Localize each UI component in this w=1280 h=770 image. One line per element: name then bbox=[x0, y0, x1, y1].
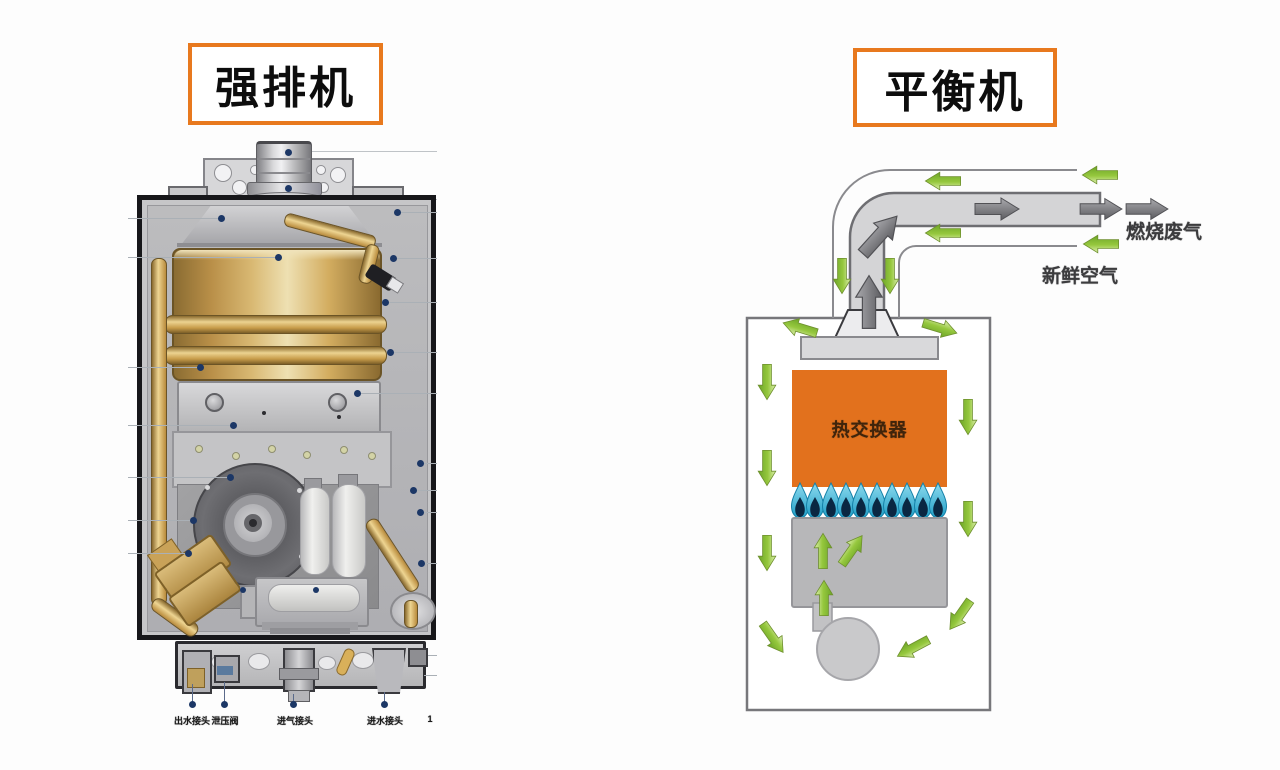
copper-pipe-horizontal bbox=[164, 346, 387, 365]
panel-screw bbox=[232, 452, 240, 460]
callout-dot bbox=[394, 209, 401, 216]
left-title-forced-exhaust: 强排机 bbox=[188, 43, 383, 125]
right-title-label: 平衡机 bbox=[884, 67, 1026, 117]
callout-line bbox=[128, 218, 221, 219]
left-title-label: 强排机 bbox=[215, 64, 356, 113]
callout-line bbox=[413, 490, 437, 491]
leader-line bbox=[384, 692, 385, 702]
leader-dot bbox=[221, 701, 228, 708]
rivet bbox=[337, 415, 341, 419]
callout-dot bbox=[190, 517, 197, 524]
leader-dot bbox=[290, 701, 297, 708]
relief-valve-mark bbox=[217, 666, 233, 675]
callout-line bbox=[128, 425, 233, 426]
panel-screw bbox=[268, 445, 276, 453]
callout-line bbox=[385, 302, 437, 303]
callout-dot bbox=[390, 255, 397, 262]
right-title-balanced-flue: 平衡机 bbox=[853, 48, 1057, 127]
flue-pipe-band bbox=[257, 172, 310, 174]
callout-dot bbox=[230, 422, 237, 429]
gas-valve-step bbox=[270, 628, 350, 634]
callout-line bbox=[428, 655, 437, 656]
rail-hole bbox=[352, 652, 374, 669]
callout-dot bbox=[185, 550, 192, 557]
marker-dot bbox=[285, 149, 292, 156]
rail-hole bbox=[318, 656, 336, 670]
side-fitting bbox=[408, 648, 428, 667]
leader-dot bbox=[381, 701, 388, 708]
fan-bolt bbox=[205, 485, 210, 490]
callout-line bbox=[357, 393, 437, 394]
callout-dot bbox=[418, 560, 425, 567]
rail-hole bbox=[248, 653, 270, 670]
exhaust-gas-label: 燃烧废气 bbox=[1126, 222, 1203, 243]
copper-stub bbox=[404, 600, 418, 628]
leader-line bbox=[293, 694, 294, 702]
panel-screw bbox=[340, 446, 348, 454]
chamber-screw bbox=[328, 393, 347, 412]
label-water-inlet: 进水接头 bbox=[366, 716, 403, 726]
callout-dot bbox=[197, 364, 204, 371]
solenoid-cylinder bbox=[300, 487, 330, 575]
gas-valve-step bbox=[262, 622, 358, 630]
label-gas-inlet: 进气接头 bbox=[276, 716, 313, 726]
heat-exchanger-label: 热交换器 bbox=[831, 419, 908, 440]
panel-screw bbox=[303, 451, 311, 459]
cropped-text-fragment: 1 bbox=[427, 714, 433, 724]
leader-line bbox=[224, 682, 225, 702]
callout-line bbox=[128, 367, 200, 368]
callout-line bbox=[421, 563, 437, 564]
callout-line bbox=[290, 151, 437, 152]
callout-dot bbox=[218, 215, 225, 222]
callout-dot bbox=[382, 299, 389, 306]
flue-pipe-band bbox=[257, 158, 310, 160]
callout-line bbox=[128, 553, 188, 554]
bracket-hole bbox=[232, 180, 247, 195]
callout-dot bbox=[227, 474, 234, 481]
hood-base bbox=[177, 243, 382, 247]
rivet bbox=[262, 411, 266, 415]
bracket-hole bbox=[214, 164, 232, 182]
callout-dot bbox=[410, 487, 417, 494]
label-water-outlet: 出水接头 bbox=[173, 716, 210, 726]
chamber-screw bbox=[205, 393, 224, 412]
callout-line bbox=[397, 212, 437, 213]
callout-line bbox=[424, 675, 437, 676]
callout-dot bbox=[417, 460, 424, 467]
callout-line bbox=[390, 352, 437, 353]
bracket-hole bbox=[316, 165, 326, 175]
callout-line bbox=[128, 520, 193, 521]
water-outlet-brass bbox=[187, 668, 205, 688]
panel-screw bbox=[195, 445, 203, 453]
copper-pipe-horizontal bbox=[164, 315, 387, 334]
fan-hub-ring bbox=[223, 493, 287, 557]
callout-line bbox=[420, 463, 437, 464]
callout-line bbox=[128, 477, 230, 478]
callout-line bbox=[128, 257, 278, 258]
gas-inlet-tip bbox=[288, 690, 310, 702]
label-relief-valve: 泄压阀 bbox=[211, 716, 239, 726]
callout-line bbox=[393, 258, 437, 259]
fan-bolt bbox=[297, 488, 302, 493]
marker-dot bbox=[240, 587, 246, 593]
marker-dot bbox=[313, 587, 319, 593]
callout-dot bbox=[275, 254, 282, 261]
callout-dot bbox=[387, 349, 394, 356]
marker-dot bbox=[285, 185, 292, 192]
leader-dot bbox=[189, 701, 196, 708]
solenoid-cylinder bbox=[332, 484, 366, 578]
leader-line bbox=[192, 684, 193, 702]
callout-dot bbox=[417, 509, 424, 516]
fan-axle-center bbox=[249, 519, 257, 527]
callout-line bbox=[420, 512, 437, 513]
fresh-air-label: 新鲜空气 bbox=[1042, 266, 1119, 287]
panel-screw bbox=[368, 452, 376, 460]
bracket-hole bbox=[330, 167, 346, 183]
callout-dot bbox=[354, 390, 361, 397]
gas-inlet-collar bbox=[279, 668, 319, 680]
